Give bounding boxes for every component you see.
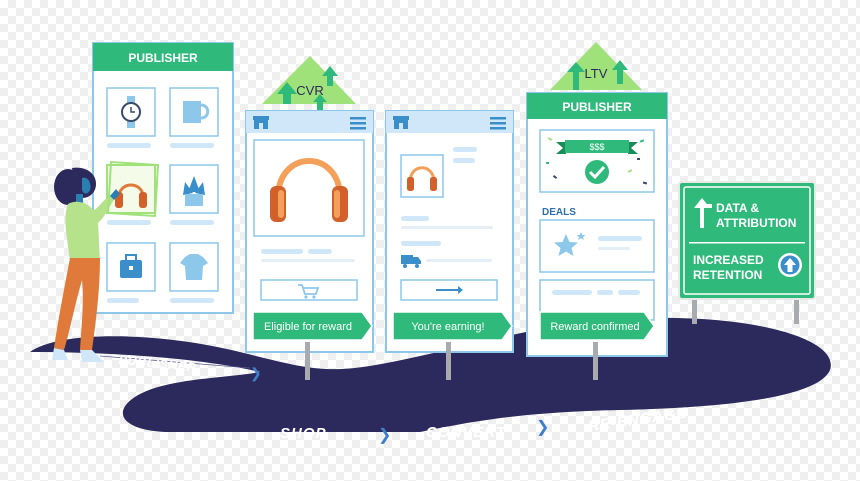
- up-arrow-icon: [778, 253, 802, 277]
- cvr-badge: CVR: [262, 56, 356, 110]
- store-icon[interactable]: [393, 116, 409, 129]
- tile-caption-bar: [170, 220, 214, 225]
- tile-caption-bar: [170, 298, 214, 303]
- road-sign-line-retention: RETENTION: [693, 268, 762, 282]
- menu-icon[interactable]: [490, 117, 506, 130]
- checkout-line-bar: [401, 226, 493, 229]
- deal-line-bar: [552, 290, 592, 295]
- checkout-line-bar: [453, 147, 477, 152]
- selection-highlight: [106, 160, 160, 218]
- road-sign-line-increased: INCREASED: [693, 253, 764, 267]
- publisher-header-left: PUBLISHER: [128, 51, 198, 65]
- menu-icon[interactable]: [350, 117, 366, 130]
- cart-item-thumbnail: [400, 154, 444, 198]
- reward-sign-earning: You're earning!: [392, 311, 513, 341]
- ltv-label: LTV: [585, 66, 608, 81]
- turn-left-arrow-icon: [694, 198, 712, 228]
- headphones-icon: [270, 158, 348, 222]
- checkout-line-bar: [453, 158, 475, 163]
- deal-line-bar: [597, 290, 613, 295]
- checkout-line-bar: [426, 259, 492, 262]
- road-chevron-1: ❯: [250, 365, 262, 382]
- cvr-label: CVR: [296, 83, 323, 98]
- store-icon[interactable]: [253, 116, 269, 129]
- road-sign-line-data: DATA &: [716, 201, 759, 215]
- road-chevron-3: ❯: [536, 419, 549, 436]
- arrow-right-icon: [436, 286, 463, 294]
- deal-line-bar: [598, 247, 630, 250]
- banner-text: $$$: [589, 142, 604, 152]
- check-circle-icon: [585, 160, 609, 184]
- reward-label-earning: You're earning!: [411, 321, 484, 333]
- road-label-shop: SHOP: [280, 425, 327, 442]
- deals-heading: DEALS: [542, 207, 576, 218]
- truck-icon: [401, 255, 421, 268]
- product-desc-bar: [261, 259, 355, 262]
- watch-icon: [121, 96, 141, 128]
- publisher-header-right: PUBLISHER: [562, 100, 632, 114]
- product-image-frame: [253, 139, 365, 237]
- checkout-line-bar: [401, 216, 429, 221]
- product-title-bar: [261, 249, 303, 254]
- reward-sign-confirmed: Reward confirmed: [539, 311, 655, 341]
- ltv-badge: LTV: [550, 42, 642, 90]
- mug-icon: [183, 101, 210, 123]
- product-title-bar: [308, 249, 332, 254]
- tile-caption-bar: [170, 143, 214, 148]
- tile-caption-bar: [107, 298, 139, 303]
- checkout-line-bar: [401, 241, 441, 246]
- cart-icon: [298, 284, 320, 299]
- briefcase-icon: [120, 254, 142, 278]
- road-sign: DATA & ATTRIBUTION INCREASED RETENTION: [678, 181, 816, 324]
- confetti: [546, 137, 648, 185]
- reward-label-confirmed: Reward confirmed: [550, 321, 639, 333]
- shopper-figure: [52, 167, 120, 362]
- tile-caption-bar: [107, 143, 151, 148]
- add-to-cart-button[interactable]: [260, 279, 358, 301]
- reward-sign-eligible: Eligible for reward: [252, 311, 373, 341]
- tile-caption-bar: [107, 220, 151, 225]
- deal-line-bar: [598, 236, 642, 241]
- publisher-panel-left: PUBLISHER: [92, 42, 234, 314]
- reward-label-eligible: Eligible for reward: [264, 321, 352, 333]
- money-banner: $$$: [556, 140, 638, 154]
- deal-line-bar: [618, 290, 640, 295]
- road-sign-divider: [689, 242, 805, 244]
- star-icon: [554, 232, 586, 256]
- plant-icon: [183, 176, 205, 206]
- deal-card[interactable]: [539, 219, 655, 273]
- headphones-icon: [407, 166, 437, 191]
- road-chevron-2: ❯: [378, 427, 391, 444]
- product-tile-headphones[interactable]: [106, 164, 156, 214]
- road-label-convert: CONVERT: [426, 424, 507, 441]
- tshirt-icon: [180, 254, 208, 280]
- road-sign-line-attribution: ATTRIBUTION: [716, 216, 796, 230]
